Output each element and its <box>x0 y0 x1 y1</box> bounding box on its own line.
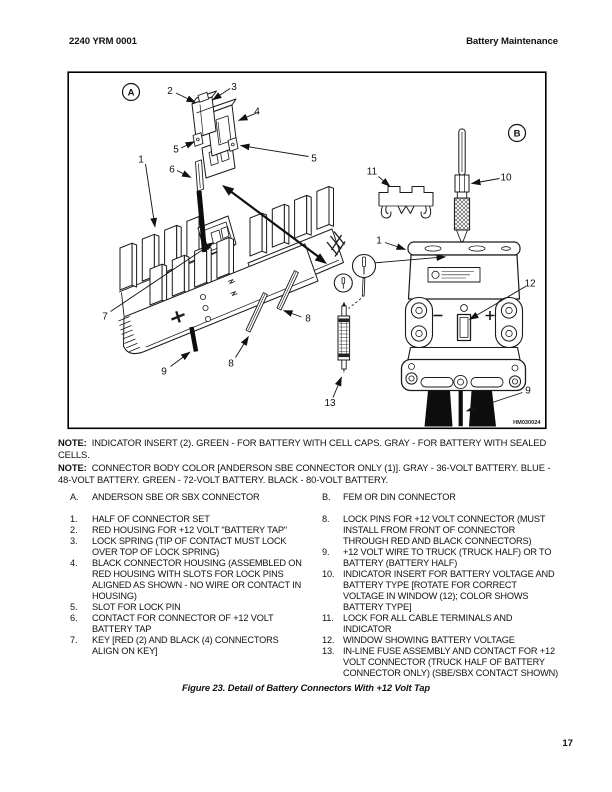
page-number: 17 <box>562 738 573 749</box>
figure-caption: Figure 23. Detail of Battery Connectors … <box>182 682 430 693</box>
callout-8: 8 <box>228 359 234 370</box>
legend-item: 7.KEY [RED (2) AND BLACK (4) CONNECTORS … <box>70 635 279 656</box>
legend-item: 12.WINDOW SHOWING BATTERY VOLTAGE <box>322 635 515 645</box>
inline-fuse-assembly <box>337 301 351 374</box>
plus12v-tap-housing <box>191 90 239 192</box>
legend-item: 3.LOCK SPRING (TIP OF CONTACT MUST LOCK … <box>70 536 287 557</box>
figure-image-code: HM030024 <box>513 420 541 426</box>
header-doc-number: 2240 YRM 0001 <box>69 36 137 47</box>
note-connector-body-color: NOTE: CONNECTOR BODY COLOR [ANDERSON SBE… <box>58 461 551 486</box>
note-indicator-insert: NOTE: INDICATOR INSERT (2). GREEN - FOR … <box>58 437 547 461</box>
view-b-circle <box>507 123 527 143</box>
view-label-a: A <box>128 87 135 98</box>
figure-23-diagram: A B 2 3 4 5 5 1 6 7 8 8 9 10 11 1 12 13 … <box>60 65 556 437</box>
legend-item: 2.RED HOUSING FOR +12 VOLT "BATTERY TAP" <box>70 525 287 535</box>
connector-body <box>400 241 527 427</box>
figure-notes: NOTE: INDICATOR INSERT (2). GREEN - FOR … <box>58 437 560 487</box>
callout-1: 1 <box>376 236 382 247</box>
callout-4: 4 <box>254 107 260 118</box>
contact-detail-magnifiers <box>222 185 377 374</box>
callout-leaders <box>110 88 526 412</box>
legend-column-b: B.FEM OR DIN CONNECTOR 8.LOCK PINS FOR +… <box>322 492 560 679</box>
legend-column-a: A.ANDERSON SBE OR SBX CONNECTOR 1.HALF O… <box>70 492 302 657</box>
polarity-plus-mark <box>171 310 185 323</box>
plus12v-wire <box>458 390 463 427</box>
legend-item: 9.+12 VOLT WIRE TO TRUCK (TRUCK HALF) OR… <box>322 547 552 568</box>
battery-cable <box>424 390 453 427</box>
battery-cable <box>469 390 496 427</box>
callout-13: 13 <box>324 398 336 409</box>
legend-item: 1.HALF OF CONNECTOR SET <box>70 514 210 524</box>
legend-item: 11.LOCK FOR ALL CABLE TERMINALS AND INDI… <box>322 613 513 634</box>
legend-item: 8.LOCK PINS FOR +12 VOLT CONNECTOR (MUST… <box>322 514 546 546</box>
callout-7: 7 <box>102 312 108 323</box>
legend-item: 4.BLACK CONNECTOR HOUSING (ASSEMBLED ON … <box>70 558 302 601</box>
legend-item: 6.CONTACT FOR CONNECTOR OF +12 VOLT BATT… <box>70 613 274 634</box>
fem-din-connector-drawing <box>378 128 527 427</box>
callout-5: 5 <box>173 145 179 156</box>
callout-12: 12 <box>524 279 536 290</box>
callout-5: 5 <box>311 154 317 165</box>
header-section-title: Battery Maintenance <box>466 36 558 47</box>
callout-9: 9 <box>161 367 167 378</box>
figure-border <box>67 71 547 430</box>
anderson-connector-drawing <box>118 90 346 354</box>
callout-8: 8 <box>305 314 311 325</box>
legend-heading-a: A.ANDERSON SBE OR SBX CONNECTOR <box>70 492 260 502</box>
callout-11: 11 <box>367 167 378 178</box>
view-a-circle <box>121 82 141 102</box>
cable-contact-pin <box>453 128 471 251</box>
callout-10: 10 <box>500 173 512 184</box>
legend-heading-b: B.FEM OR DIN CONNECTOR <box>322 492 456 502</box>
view-label-b: B <box>514 128 521 139</box>
legend-item: 10.INDICATOR INSERT FOR BATTERY VOLTAGE … <box>322 569 555 612</box>
battery-tap-cable <box>196 190 207 253</box>
callout-9: 9 <box>525 386 531 397</box>
legend-item: 13.IN-LINE FUSE ASSEMBLY AND CONTACT FOR… <box>322 646 559 678</box>
callout-6: 6 <box>169 165 175 176</box>
terminal-lock-clip <box>378 186 434 219</box>
callout-1: 1 <box>138 155 144 166</box>
callout-3: 3 <box>231 82 237 93</box>
callout-2: 2 <box>167 86 173 97</box>
legend-item: 5.SLOT FOR LOCK PIN <box>70 602 181 612</box>
